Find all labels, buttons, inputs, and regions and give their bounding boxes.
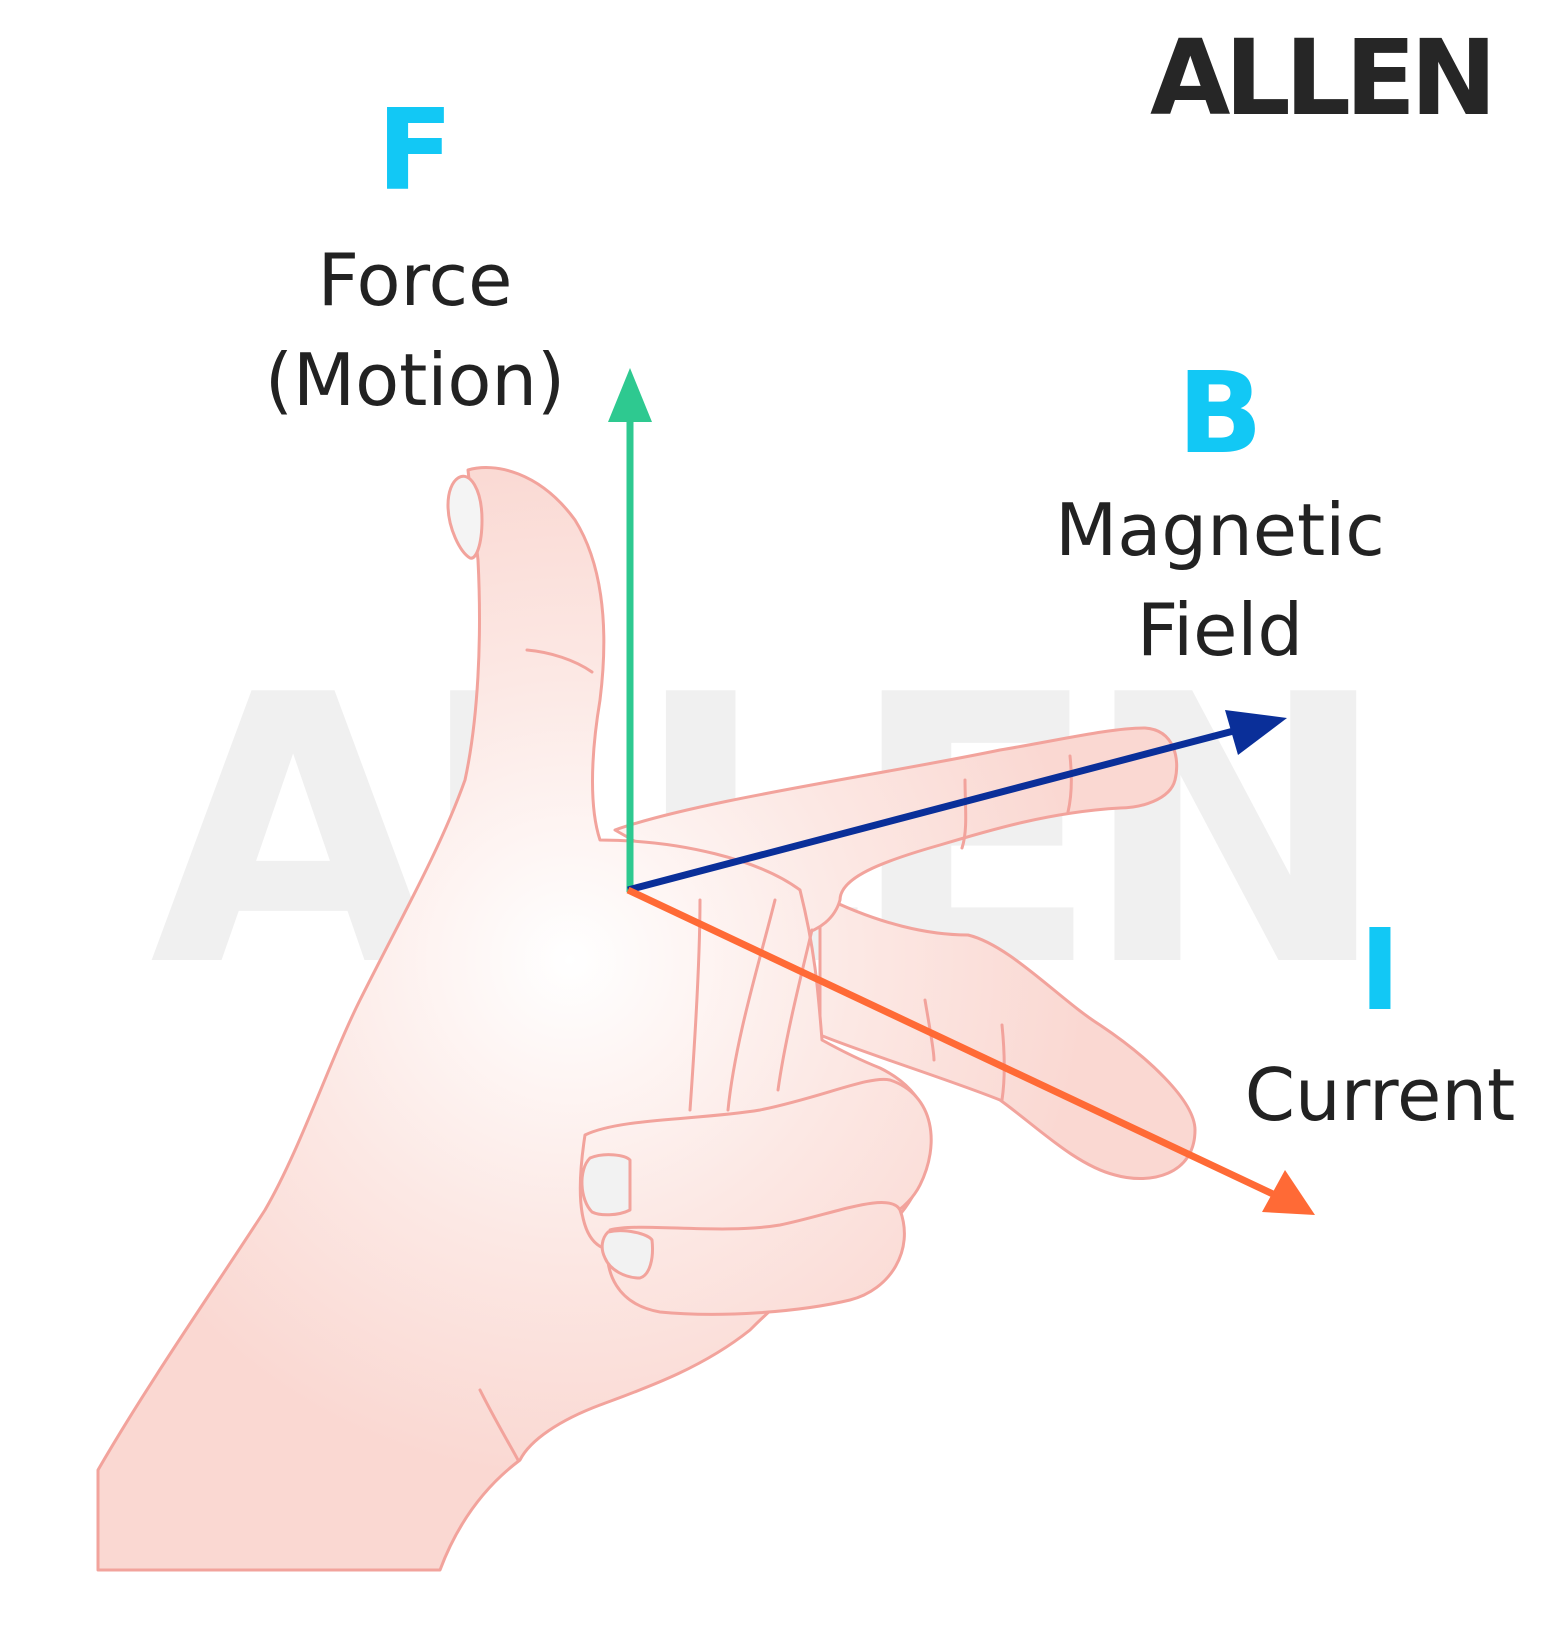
little-finger: [605, 1201, 906, 1316]
current-arrow-shaft: [626, 886, 1277, 1199]
ring-finger-nail: [580, 1153, 632, 1217]
field-sublabel: Field: [1136, 588, 1304, 672]
field-label: Magnetic: [1055, 488, 1385, 572]
force-arrowhead: [608, 368, 652, 422]
force-sublabel: (Motion): [264, 338, 566, 422]
field-arrowhead: [1225, 710, 1287, 755]
little-finger-nail: [600, 1229, 654, 1280]
force-symbol: F: [376, 86, 454, 216]
current-label: Current: [1244, 1053, 1516, 1137]
middle-finger: [818, 893, 1197, 1181]
hand-creases: [478, 648, 1073, 1462]
current-arrow: [626, 886, 1315, 1215]
force-arrow: [608, 368, 652, 892]
field-arrow-shaft: [627, 724, 1246, 894]
force-label: Force: [317, 238, 513, 322]
current-symbol: I: [1359, 906, 1401, 1036]
current-arrowhead: [1262, 1170, 1315, 1215]
allen-logo: ALLEN: [1150, 17, 1497, 139]
thumb-nail: [446, 474, 484, 560]
field-arrow: [627, 710, 1287, 894]
field-symbol: B: [1177, 349, 1263, 479]
